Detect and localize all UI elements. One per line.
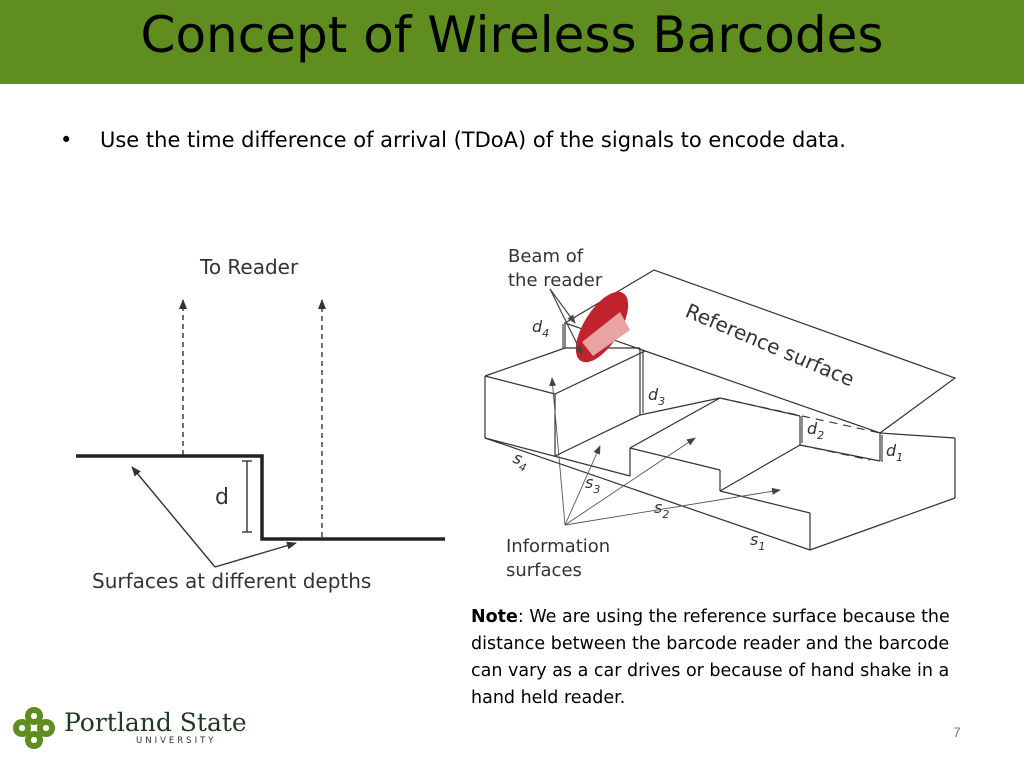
bullet-item: • Use the time difference of arrival (TDo… xyxy=(60,128,846,152)
note-label: Note xyxy=(471,607,518,627)
info-pointers xyxy=(549,377,781,526)
info-label-line1: Information xyxy=(506,536,610,557)
barcode-block-diagram: Beam of the reader Reference surface d4 … xyxy=(484,246,957,581)
surface-s2-label: s2 xyxy=(654,498,669,521)
logo-name: Portland State xyxy=(64,708,247,737)
university-logo: Portland State UNIVERSITY xyxy=(12,706,247,750)
logo-subtitle: UNIVERSITY xyxy=(136,736,217,746)
slide-title: Concept of Wireless Barcodes xyxy=(140,6,884,64)
depth-label: d xyxy=(215,485,229,510)
reference-projection xyxy=(719,397,881,461)
info-label-line2: surfaces xyxy=(506,560,582,581)
to-reader-label: To Reader xyxy=(199,255,299,279)
surface-s3-label: s3 xyxy=(585,473,600,496)
svg-text:d4: d4 xyxy=(532,317,549,340)
block-outline xyxy=(484,269,957,551)
bullet-text: Use the time difference of arrival (TDoA… xyxy=(100,128,846,152)
surface-s1-label: s1 xyxy=(750,530,765,553)
logo-mark-icon xyxy=(12,706,56,750)
note-paragraph: Note: We are using the reference surface… xyxy=(471,604,961,712)
depth-d2: d2 xyxy=(801,416,824,443)
beam-pointer-2 xyxy=(549,288,583,355)
beam-label-line1: Beam of xyxy=(508,246,584,267)
reader-beam xyxy=(575,291,630,363)
depth-d4: d4 xyxy=(532,317,564,348)
svg-text:d3: d3 xyxy=(648,385,665,408)
pointer-arrow-upper xyxy=(131,466,216,568)
title-bar xyxy=(0,0,1024,84)
svg-text:d1: d1 xyxy=(886,441,903,464)
depth-diagram: To Reader d Surfaces at different depths xyxy=(76,255,445,593)
pointer-arrow-lower xyxy=(214,541,297,568)
svg-text:d2: d2 xyxy=(807,419,824,442)
beam-label-line2: the reader xyxy=(508,270,603,291)
beam-pointer-1 xyxy=(549,288,576,324)
surface-s4-label: s4 xyxy=(509,448,531,475)
stepped-surface xyxy=(76,454,445,541)
surfaces-label: Surfaces at different depths xyxy=(92,569,371,593)
depth-d3: d3 xyxy=(642,350,665,413)
bullet-marker: • xyxy=(60,128,73,152)
depth-d1: d1 xyxy=(881,435,903,464)
note-text: : We are using the reference surface bec… xyxy=(471,607,950,708)
page-number: 7 xyxy=(953,724,961,740)
